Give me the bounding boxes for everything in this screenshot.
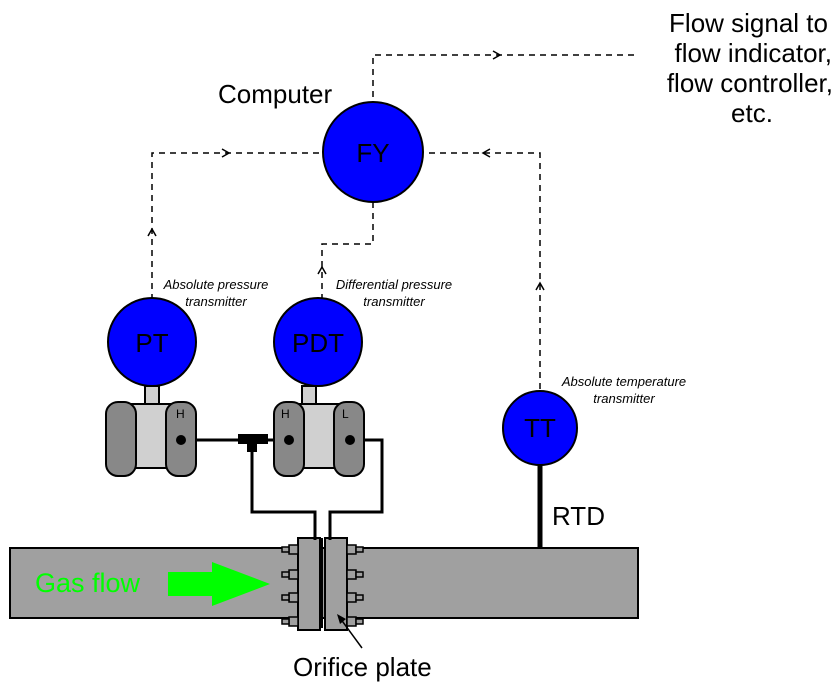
pdt-port-low: L	[342, 407, 349, 421]
rtd-label: RTD	[552, 501, 605, 531]
pt-transmitter-body	[105, 385, 197, 477]
gas-flow-label: Gas flow	[35, 568, 141, 598]
svg-text:Differential pressure: Differential pressure	[336, 277, 452, 292]
svg-text:transmitter: transmitter	[363, 294, 425, 309]
pdt-tag: PDT	[292, 328, 344, 358]
orifice-flange-right	[324, 537, 348, 631]
pdt-bubble	[273, 297, 363, 387]
svg-text:Absolute pressure: Absolute pressure	[163, 277, 269, 292]
fy-bubble	[322, 101, 424, 203]
abs-pressure-label: Absolute pressure transmitter	[163, 277, 269, 309]
pdt-port-high: H	[281, 407, 290, 421]
pt-tag: PT	[135, 328, 168, 358]
svg-text:transmitter: transmitter	[593, 391, 655, 406]
gas-flow-arrow	[168, 562, 270, 606]
tt-bubble	[502, 390, 578, 466]
signal-arrowheads	[147, 50, 545, 291]
abs-temperature-label: Absolute temperature transmitter	[561, 374, 686, 406]
svg-text:etc.: etc.	[731, 98, 773, 128]
svg-text:flow controller,: flow controller,	[667, 68, 833, 98]
svg-text:Absolute temperature: Absolute temperature	[561, 374, 686, 389]
tt-tag: TT	[524, 413, 556, 443]
orifice-plate-label: Orifice plate	[293, 652, 432, 682]
diff-pressure-label: Differential pressure transmitter	[336, 277, 452, 309]
signal-lines	[151, 54, 638, 400]
flange-bolts	[281, 544, 364, 627]
svg-text:Flow signal to: Flow signal to	[669, 8, 828, 38]
flow-signal-label: Flow signal to flow indicator, flow cont…	[667, 8, 833, 128]
computer-label: Computer	[218, 79, 332, 109]
svg-text:flow indicator,: flow indicator,	[674, 38, 832, 68]
svg-text:transmitter: transmitter	[185, 294, 247, 309]
pdt-transmitter-body	[273, 385, 365, 477]
pt-port-high: H	[176, 407, 185, 421]
pt-bubble	[107, 297, 197, 387]
fy-tag: FY	[356, 138, 389, 168]
orifice-pointer	[339, 617, 363, 649]
orifice-flange-left	[297, 537, 321, 631]
